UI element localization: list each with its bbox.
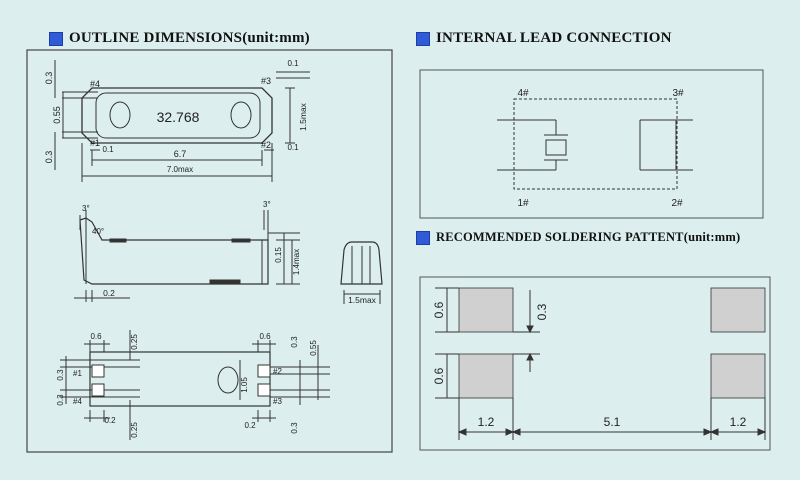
top-dim-0.1-right-upper: 0.1	[287, 59, 299, 68]
soldering-heading-text: RECOMMENDED SOLDERING PATTENT(unit:mm)	[436, 230, 741, 244]
internal-heading-text: INTERNAL LEAD CONNECTION	[436, 30, 672, 46]
crystal-can	[95, 92, 261, 139]
top-dim-0.3-upper: 0.3	[44, 72, 54, 85]
top-pin1-label: #1	[90, 138, 100, 148]
crystal-marking: 32.768	[157, 109, 200, 125]
top-pin3-label: #3	[261, 76, 271, 86]
bottom-pin2-label: #2	[273, 367, 282, 376]
bottom-dim-0.25-bottom: 0.25	[130, 422, 139, 438]
internal-pin2-label: 2#	[671, 198, 683, 209]
solder-dim-0.3: 0.3	[535, 303, 549, 320]
bottom-dim-0.6-left: 0.6	[90, 332, 102, 341]
crystal-symbol	[545, 139, 567, 156]
outline-heading-text: OUTLINE DIMENSIONS(unit:mm)	[69, 30, 310, 46]
side-angle-right: 3°	[263, 200, 271, 209]
bottom-dim-0.3-left-1: 0.3	[56, 369, 65, 381]
bottom-dim-0.3-right-1: 0.3	[290, 336, 299, 348]
top-dim-6.7: 6.7	[174, 149, 187, 159]
top-dim-0.55: 0.55	[52, 106, 62, 124]
end-view	[340, 241, 383, 304]
crystal-body-top	[81, 87, 273, 144]
internal-pin1-label: 1#	[517, 198, 529, 209]
soldering-frame	[419, 276, 771, 451]
heading-square-icon	[416, 31, 430, 46]
bottom-pin3-label: #3	[273, 397, 282, 406]
side-dim-0.2: 0.2	[103, 288, 115, 298]
solder-dim-1.2-left: 1.2	[478, 415, 495, 429]
bottom-body	[89, 351, 271, 407]
side-view	[74, 210, 300, 302]
soldering-heading: RECOMMENDED SOLDERING PATTENT(unit:mm)	[416, 230, 740, 245]
pad-bottom-right	[710, 353, 766, 399]
outline-frame	[26, 49, 393, 453]
internal-schematic	[497, 98, 693, 190]
soldering-pads	[458, 287, 766, 399]
internal-frame	[419, 69, 764, 219]
bottom-dim-0.6-right: 0.6	[259, 332, 271, 341]
solder-dim-0.6-top: 0.6	[432, 301, 446, 318]
top-dim-0.1-right-lower: 0.1	[287, 143, 299, 152]
bottom-hole	[217, 366, 239, 394]
top-pin2-label: #2	[261, 140, 271, 150]
top-dim-7.0max: 7.0max	[167, 165, 193, 174]
bottom-pin4-label: #4	[73, 397, 82, 406]
soldering-dimensions	[435, 287, 767, 440]
top-dim-0.1-left: 0.1	[102, 145, 114, 154]
top-dim-1.5max: 1.5max	[298, 102, 308, 131]
bottom-dim-0.25-top: 0.25	[130, 334, 139, 350]
top-view	[54, 60, 310, 182]
bottom-view	[60, 330, 330, 440]
internal-heading: INTERNAL LEAD CONNECTION	[416, 30, 672, 47]
top-dim-0.3-lower: 0.3	[44, 151, 54, 164]
crystal-hole-left	[109, 101, 131, 129]
solder-dim-0.6-bottom: 0.6	[432, 367, 446, 384]
bottom-dim-1.05: 1.05	[240, 377, 249, 393]
pad-top-left	[458, 287, 514, 333]
pad-top-right	[710, 287, 766, 333]
solder-dim-1.2-right: 1.2	[730, 415, 747, 429]
bottom-dim-0.3-right-2: 0.3	[290, 422, 299, 434]
top-pin4-label: #4	[90, 79, 100, 89]
heading-square-icon	[49, 31, 63, 46]
bottom-dim-0.2-right: 0.2	[244, 421, 256, 430]
pad-bottom-left	[458, 353, 514, 399]
bottom-dim-0.55: 0.55	[309, 340, 318, 356]
crystal-hole-right	[230, 101, 252, 129]
side-angle-left: 3°	[82, 204, 90, 213]
internal-dashed-outline	[513, 98, 678, 190]
side-dim-1.4max: 1.4max	[292, 249, 301, 275]
internal-pin3-label: 3#	[672, 88, 684, 99]
heading-square-icon	[416, 230, 430, 245]
internal-pin4-label: 4#	[517, 88, 529, 99]
outline-heading: OUTLINE DIMENSIONS(unit:mm)	[49, 30, 310, 47]
bottom-dim-0.3-left-2: 0.3	[56, 394, 65, 406]
bottom-pin1-label: #1	[73, 369, 82, 378]
end-dim-1.5max: 1.5max	[348, 295, 377, 305]
side-angle-inner: 40°	[92, 227, 104, 236]
side-dim-0.15: 0.15	[274, 247, 283, 263]
solder-dim-5.1: 5.1	[604, 415, 621, 429]
bottom-dim-0.2-left: 0.2	[104, 416, 116, 425]
